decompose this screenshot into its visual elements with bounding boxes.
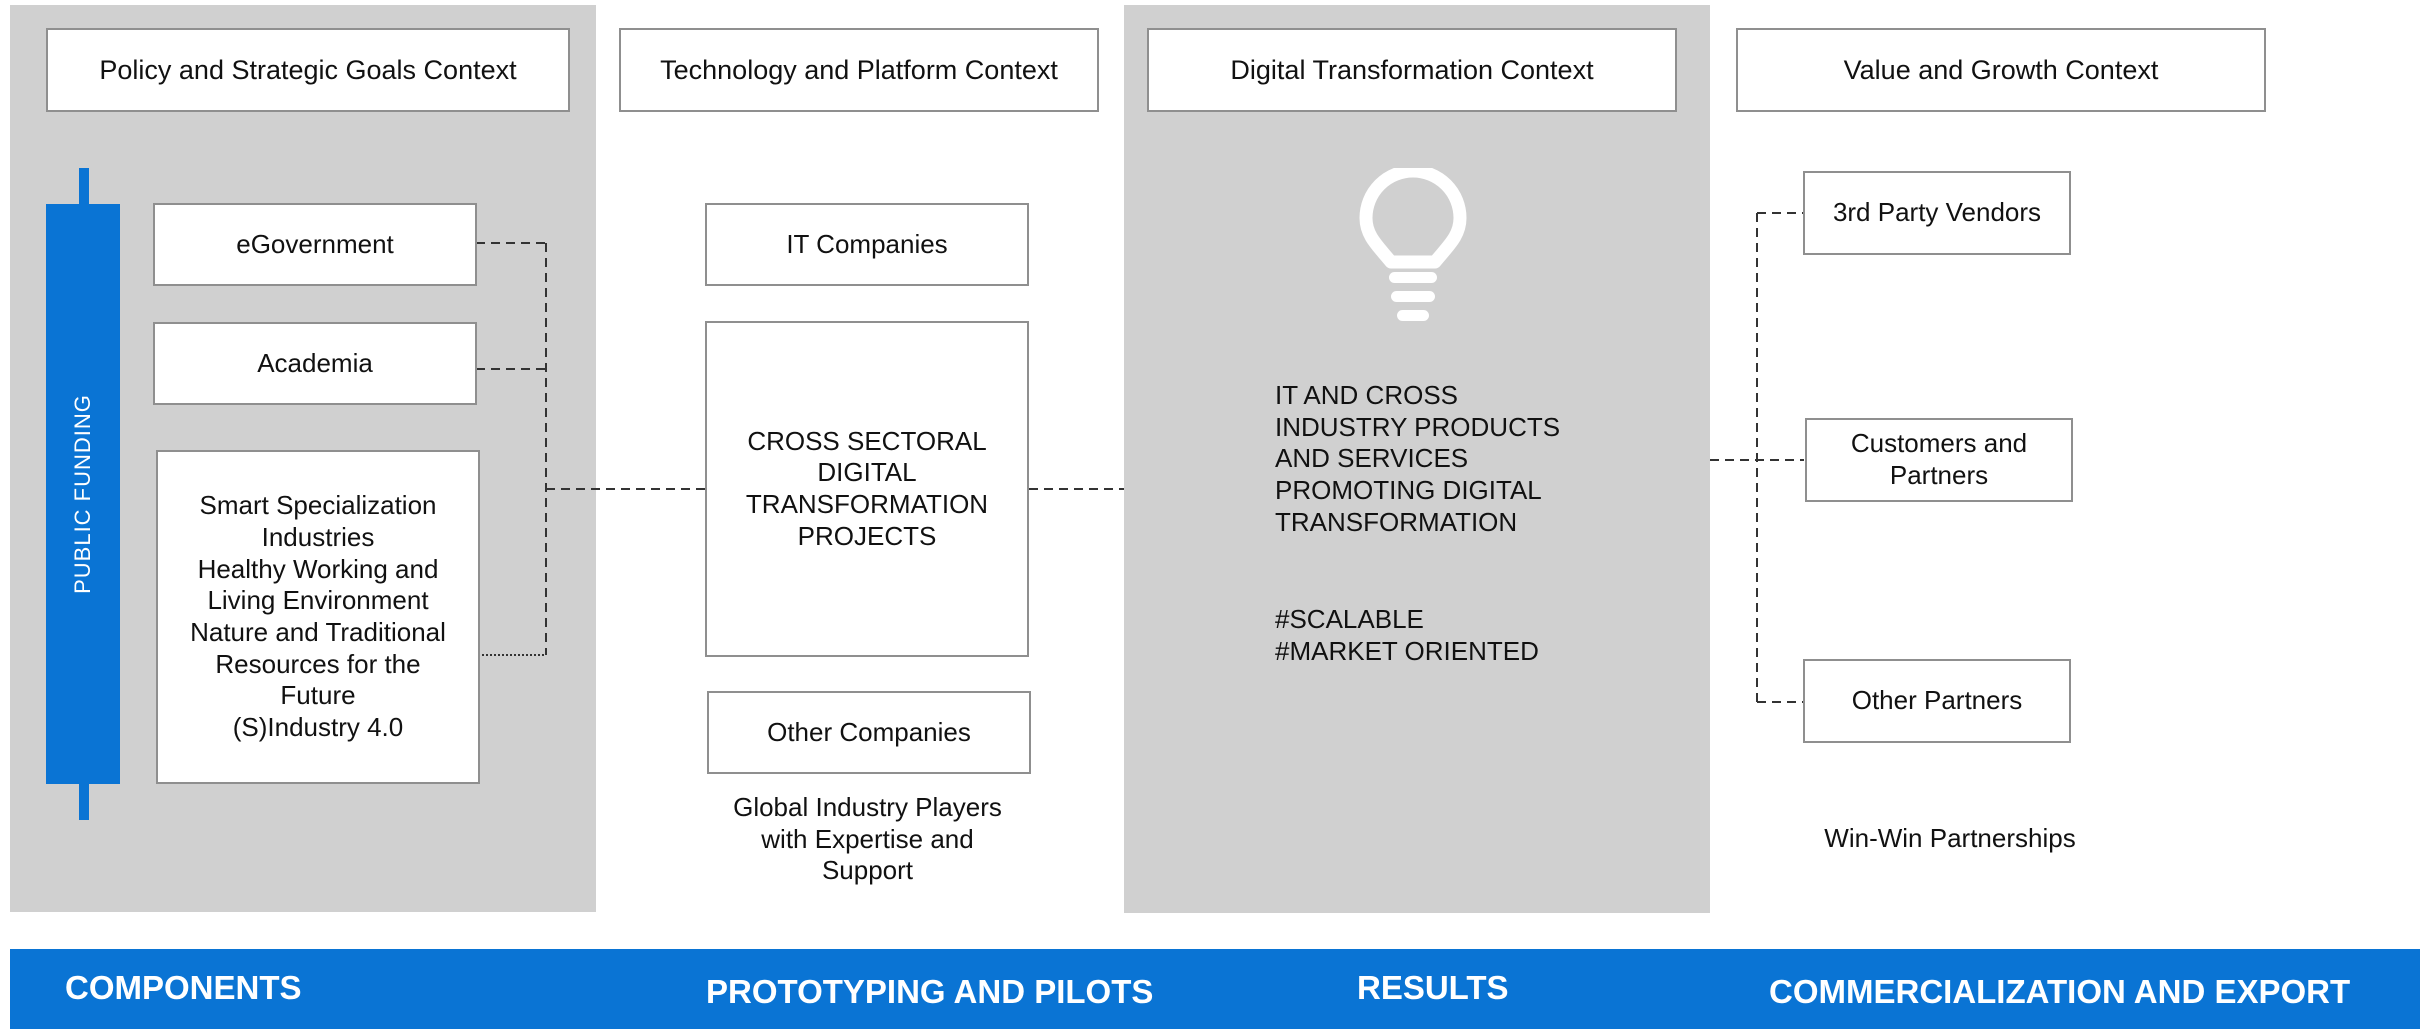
- egovernment-box: eGovernment: [153, 203, 477, 286]
- smart-line: Nature and Traditional: [190, 617, 446, 647]
- customers-line: Partners: [1889, 460, 1989, 490]
- smart-line: Healthy Working and: [197, 553, 439, 584]
- projects-line: DIGITAL: [817, 457, 917, 488]
- product-line: IT AND CROSS: [1275, 380, 1459, 410]
- smart-line: Resources for the: [215, 648, 421, 679]
- digital-tags-text: #SCALABLE #MARKET ORIENTED: [1275, 604, 1695, 667]
- phase-prototyping: PROTOTYPING AND PILOTS: [706, 973, 1154, 1010]
- phase-components: COMPONENTS: [65, 969, 302, 1006]
- funding-bar-cap-top: [79, 168, 89, 208]
- lightbulb-icon: [1359, 168, 1467, 321]
- smart-line: Future: [280, 680, 356, 711]
- tag-line: #MARKET ORIENTED: [1275, 635, 1539, 666]
- smart-line: Living Environment: [207, 585, 429, 616]
- academia-box: Academia: [153, 322, 477, 405]
- public-funding-label: PUBLIC FUNDING: [70, 394, 96, 594]
- smart-line: Industries: [261, 521, 375, 552]
- product-line: AND SERVICES: [1275, 443, 1469, 474]
- global-line: with Expertise and: [761, 823, 974, 854]
- funding-bar-cap-bottom: [79, 780, 89, 820]
- context-value-header: Value and Growth Context: [1736, 28, 2266, 112]
- projects-line: CROSS SECTORAL: [747, 425, 987, 456]
- smart-line: (S)Industry 4.0: [232, 712, 404, 743]
- other-partners-box: Other Partners: [1803, 659, 2071, 743]
- smart-line: Smart Specialization: [199, 490, 437, 521]
- projects-line: PROJECTS: [797, 520, 937, 551]
- product-line: PROMOTING DIGITAL: [1275, 475, 1542, 506]
- global-industry-players-text: Global Industry Players with Expertise a…: [690, 792, 1045, 887]
- customers-line: Customers and: [1850, 428, 2028, 459]
- phase-results: RESULTS: [1357, 969, 1509, 1006]
- cross-sectoral-projects-box: CROSS SECTORAL DIGITAL TRANSFORMATION PR…: [705, 321, 1029, 657]
- product-line: INDUSTRY PRODUCTS: [1275, 411, 1561, 442]
- third-party-vendors-box: 3rd Party Vendors: [1803, 171, 2071, 255]
- global-line: Support: [821, 855, 914, 886]
- phase-footer-bar: COMPONENTS PROTOTYPING AND PILOTS RESULT…: [10, 949, 2420, 1029]
- digital-panel: [1124, 5, 1710, 913]
- context-policy-header: Policy and Strategic Goals Context: [46, 28, 570, 112]
- it-companies-box: IT Companies: [705, 203, 1029, 286]
- product-line: TRANSFORMATION: [1275, 506, 1518, 537]
- customers-partners-box: Customers and Partners: [1805, 418, 2073, 502]
- smart-specialization-box: Smart Specialization Industries Healthy …: [156, 450, 480, 784]
- win-win-partnerships-text: Win-Win Partnerships: [1824, 823, 2076, 853]
- projects-line: TRANSFORMATION: [745, 489, 989, 519]
- public-funding-bar: PUBLIC FUNDING: [46, 204, 120, 784]
- digital-products-text: IT AND CROSS INDUSTRY PRODUCTS AND SERVI…: [1275, 380, 1695, 539]
- phase-commercialization: COMMERCIALIZATION AND EXPORT: [1769, 973, 2351, 1010]
- other-companies-box: Other Companies: [707, 691, 1031, 774]
- tag-line: #SCALABLE: [1275, 604, 1424, 634]
- context-technology-header: Technology and Platform Context: [619, 28, 1099, 112]
- context-digital-header: Digital Transformation Context: [1147, 28, 1677, 112]
- global-line: Global Industry Players: [733, 792, 1002, 822]
